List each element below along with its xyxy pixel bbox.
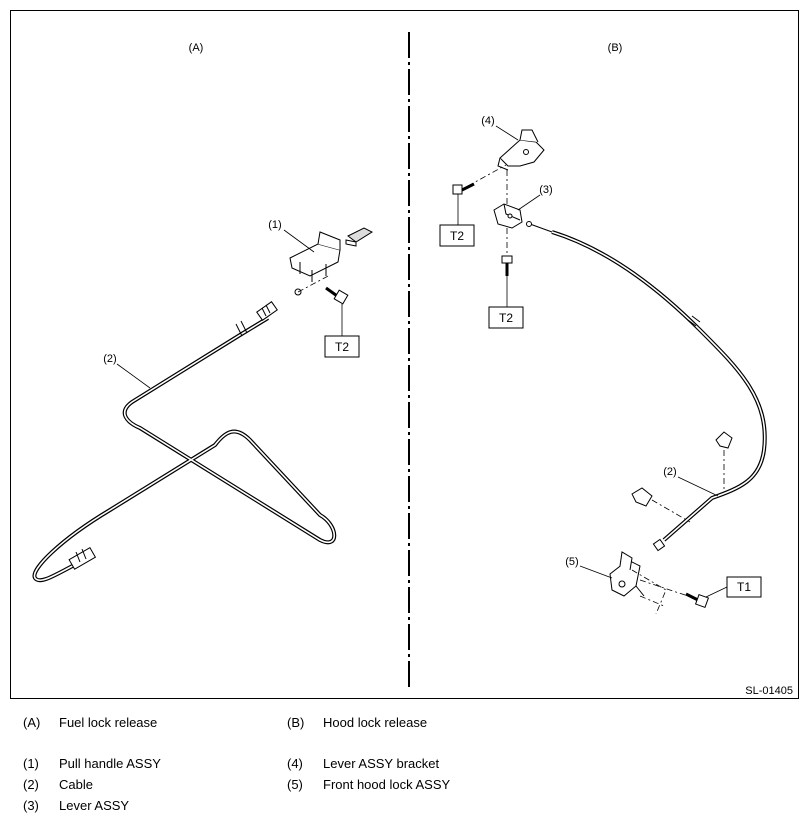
callout-leader <box>517 194 541 211</box>
fuel-cable <box>32 316 337 583</box>
legend-key-1: (1) <box>23 756 39 771</box>
torque-label: T2 <box>335 340 349 354</box>
callout-leader <box>579 565 613 579</box>
legend-text-b: Hood lock release <box>323 715 428 730</box>
torque-leader <box>705 586 728 598</box>
cable-end-ball <box>526 221 532 227</box>
diagram-frame <box>10 10 799 699</box>
torque-label: T1 <box>737 580 751 594</box>
cable-end-fitting <box>652 538 666 552</box>
front-hood-lock-assy <box>609 551 645 597</box>
legend-text-3: Lever ASSY <box>59 798 130 813</box>
bolt <box>685 592 710 609</box>
fastener-axis <box>297 274 331 293</box>
legend-key-b: (B) <box>287 715 305 730</box>
legend-key-5: (5) <box>287 777 303 792</box>
bolt <box>501 255 513 276</box>
panel-b-label: (B) <box>608 42 623 54</box>
cable-connector <box>68 546 97 570</box>
bolt <box>325 286 349 305</box>
cable-break-mark <box>240 320 248 334</box>
hood-cable <box>551 230 767 542</box>
torque-box <box>439 224 475 247</box>
torque-box <box>726 576 762 598</box>
callout-hood-lock: (5) <box>565 556 578 568</box>
cable-break-mark <box>687 319 697 327</box>
legend-text-5: Front hood lock ASSY <box>323 777 451 792</box>
torque-box <box>324 335 360 358</box>
callout-leader <box>677 476 719 497</box>
cable-end-fitting <box>256 288 302 321</box>
cable-inner-wire <box>529 223 553 233</box>
callout-lever-assy: (3) <box>539 184 552 196</box>
hood-lock-centerline <box>631 569 667 615</box>
callout-lever-bracket: (4) <box>481 115 494 127</box>
legend-key-4: (4) <box>287 756 303 771</box>
callout-cable: (2) <box>103 353 116 365</box>
torque-label: T2 <box>450 229 464 243</box>
fastener-axis <box>639 579 689 597</box>
bolt <box>452 182 475 195</box>
callout-leader <box>495 125 519 141</box>
legend-key-3: (3) <box>23 798 39 813</box>
legend-text-1: Pull handle ASSY <box>59 756 161 771</box>
torque-box <box>488 306 524 329</box>
callout-pull-handle: (1) <box>268 219 281 231</box>
fastener-axis <box>651 499 691 523</box>
pull-handle-assy <box>289 227 374 282</box>
callout-cable: (2) <box>663 466 676 478</box>
callout-leader <box>116 363 151 389</box>
cable-break-mark <box>691 315 701 323</box>
lever-assy <box>493 203 523 229</box>
legend-key-a: (A) <box>23 715 41 730</box>
cable-clip <box>631 487 653 507</box>
legend-text-a: Fuel lock release <box>59 715 158 730</box>
torque-label: T2 <box>499 311 513 325</box>
cable-clip <box>715 431 733 449</box>
legend-text-4: Lever ASSY bracket <box>323 756 440 771</box>
figure-code: SL-01405 <box>745 685 793 697</box>
legend-key-2: (2) <box>23 777 39 792</box>
legend-text-2: Cable <box>59 777 93 792</box>
fastener-axis <box>467 164 507 187</box>
parts-diagram: (A) (1) (2) T2 (B) <box>10 10 799 699</box>
panel-a-label: (A) <box>189 42 204 54</box>
callout-leader <box>283 229 315 253</box>
lever-assy-bracket <box>497 129 545 171</box>
cable-break-mark <box>235 323 243 337</box>
